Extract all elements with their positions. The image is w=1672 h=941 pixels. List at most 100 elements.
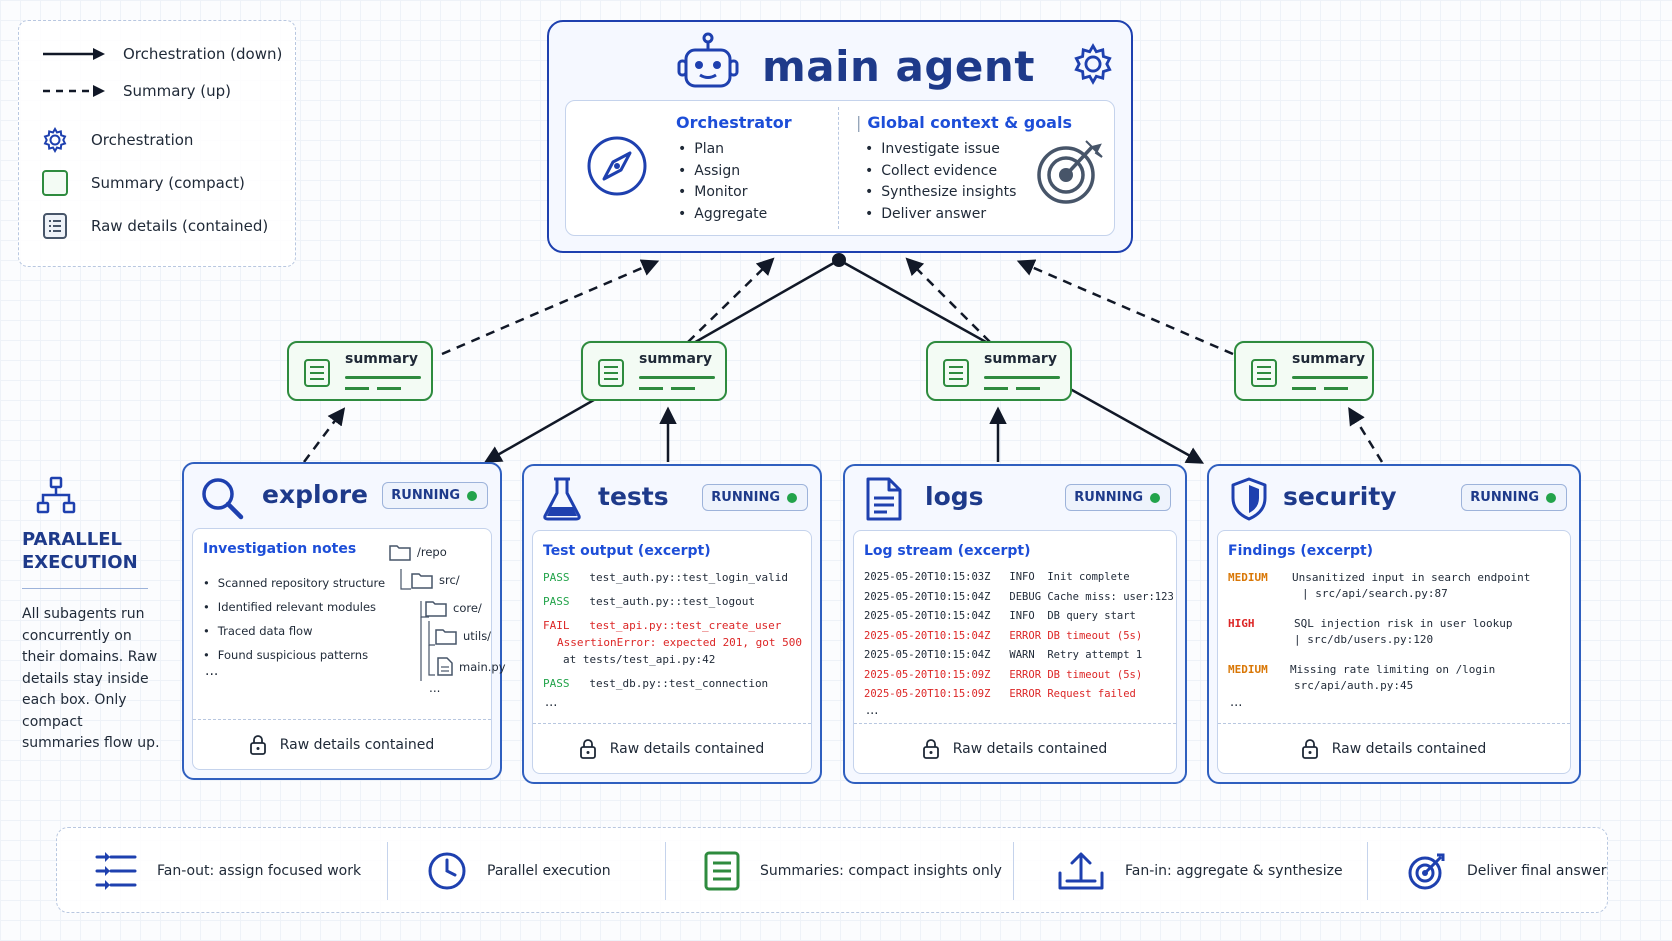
- tree-item-main-py: main.py: [437, 657, 506, 676]
- panel-footer: Raw details contained: [533, 723, 811, 773]
- summary-line: [1292, 387, 1348, 390]
- goal-item: Investigate issue: [865, 139, 1016, 161]
- orchestrator-item: Assign: [678, 161, 767, 183]
- running-dot: [467, 490, 477, 501]
- running-dot: [1150, 492, 1160, 503]
- log-line-error: 2025-05-20T10:15:09Z ERROR DB timeout (5…: [864, 668, 1143, 681]
- ellipsis: ...: [545, 695, 558, 710]
- gear-icon: [1071, 42, 1115, 90]
- status-badge: RUNNING: [702, 484, 808, 511]
- test-line: PASS test_auth.py::test_login_valid: [543, 571, 789, 584]
- agent-tests: tests RUNNING Test output (excerpt) PASS…: [522, 464, 822, 784]
- folder-icon: [411, 573, 433, 589]
- orchestrator-list: Plan Assign Monitor Aggregate: [678, 139, 767, 225]
- title-line: PARALLEL: [22, 529, 122, 550]
- gear-icon: [41, 126, 77, 154]
- orchestrator-item: Monitor: [678, 182, 767, 204]
- panel-footer: Raw details contained: [1218, 723, 1570, 773]
- divider: [838, 107, 839, 229]
- agent-name: logs: [925, 482, 984, 511]
- running-dot: [787, 492, 797, 503]
- goal-item: Collect evidence: [865, 161, 1016, 183]
- note-item: Scanned repository structure: [203, 571, 385, 595]
- target-icon: [1408, 853, 1445, 890]
- summary-chip-logs: summary: [926, 341, 1072, 401]
- agent-name: tests: [598, 482, 669, 511]
- goal-item: Synthesize insights: [865, 182, 1016, 204]
- flask-icon: [542, 476, 582, 526]
- legend-label: Raw details (contained): [91, 217, 269, 235]
- test-line-fail: FAIL test_api.py::test_create_user: [543, 619, 782, 632]
- agent-name: explore: [262, 480, 369, 509]
- compass-icon: [586, 135, 648, 201]
- severity-badge: MEDIUM: [1228, 663, 1268, 676]
- agent-panel: Investigation notes Scanned repository s…: [192, 528, 506, 770]
- orchestrator-item: Aggregate: [678, 204, 767, 226]
- legend-label: Orchestration (down): [123, 45, 283, 63]
- log-line: 2025-05-20T10:15:03Z INFO Init complete: [864, 571, 1130, 583]
- severity-badge: MEDIUM: [1228, 571, 1268, 584]
- main-agent-title: main agent: [762, 42, 1035, 91]
- legend-orchestration-down: Orchestration (down): [41, 45, 282, 63]
- summary-label: summary: [1292, 351, 1365, 367]
- panel-footer: Raw details contained: [193, 719, 491, 769]
- divider: [387, 842, 388, 900]
- tree-item-core: core/: [425, 599, 482, 617]
- note-item: Identified relevant modules: [203, 595, 385, 619]
- status-badge: RUNNING: [382, 482, 488, 509]
- legend-label: Orchestration: [91, 131, 194, 149]
- panel-footer: Raw details contained: [854, 723, 1176, 773]
- upload-icon: [1058, 852, 1104, 890]
- main-agent-details: Orchestrator Plan Assign Monitor Aggrega…: [565, 100, 1115, 236]
- summary-line: [984, 387, 1040, 390]
- parallel-execution-title: PARALLEL EXECUTION: [22, 528, 138, 574]
- finding-location: src/api/auth.py:45: [1294, 679, 1414, 692]
- parallel-execution-text: All subagents run concurrently on their …: [22, 606, 160, 751]
- status-badge: RUNNING: [1065, 484, 1171, 511]
- summary-label: summary: [639, 351, 712, 367]
- hierarchy-icon: [36, 476, 76, 518]
- summary-line: [639, 387, 695, 390]
- legend-label: Summary (up): [123, 82, 231, 100]
- document-icon: [1250, 358, 1278, 392]
- note-item: Found suspicious patterns: [203, 643, 385, 667]
- log-line: 2025-05-20T10:15:04Z INFO DB query start: [864, 610, 1136, 622]
- folder-icon: [425, 601, 447, 617]
- summary-line: [345, 387, 401, 390]
- summary-label: summary: [984, 351, 1057, 367]
- orchestrator-title: Orchestrator: [676, 113, 792, 132]
- agent-security: security RUNNING Findings (excerpt) MEDI…: [1207, 464, 1581, 784]
- lock-icon: [1301, 738, 1318, 759]
- log-line: 2025-05-20T10:15:04Z WARN Retry attempt …: [864, 649, 1143, 661]
- legend-summary-up: Summary (up): [41, 82, 231, 100]
- divider: [22, 588, 148, 589]
- panel-title: Test output (excerpt): [543, 543, 711, 559]
- search-icon: [200, 476, 244, 524]
- tree-lines: [400, 569, 435, 681]
- summary-line: [639, 376, 715, 379]
- notes-list: Scanned repository structure Identified …: [203, 571, 385, 667]
- agent-panel: Test output (excerpt) PASS test_auth.py:…: [532, 530, 812, 774]
- test-location-line: at tests/test_api.py:42: [563, 653, 716, 666]
- title-line: EXECUTION: [22, 552, 138, 573]
- footer-parallel: Parallel execution: [427, 828, 611, 914]
- divider: [1013, 842, 1014, 900]
- folder-icon: [435, 629, 457, 645]
- footer-summaries: Summaries: compact insights only: [704, 828, 1002, 914]
- log-line: 2025-05-20T10:15:04Z DEBUG Cache miss: u…: [864, 590, 1174, 603]
- running-dot: [1546, 492, 1556, 503]
- test-error-line: AssertionError: expected 201, got 500: [557, 636, 803, 649]
- summary-line: [345, 376, 421, 379]
- document-icon: [942, 358, 970, 392]
- document-list-icon: [41, 212, 77, 240]
- folder-icon: [389, 545, 411, 561]
- finding-text: SQL injection risk in user lookup: [1294, 617, 1513, 630]
- finding-location: | src/db/users.py:120: [1294, 633, 1434, 646]
- lock-icon: [579, 738, 596, 759]
- lock-icon: [922, 738, 939, 759]
- finding-location: | src/api/search.py:87: [1302, 587, 1448, 600]
- ellipsis: ...: [205, 663, 219, 679]
- agent-logs: logs RUNNING Log stream (excerpt) 2025-0…: [843, 464, 1187, 784]
- footer-fan-out: Fan-out: assign focused work: [95, 828, 361, 914]
- agent-name: security: [1283, 482, 1397, 511]
